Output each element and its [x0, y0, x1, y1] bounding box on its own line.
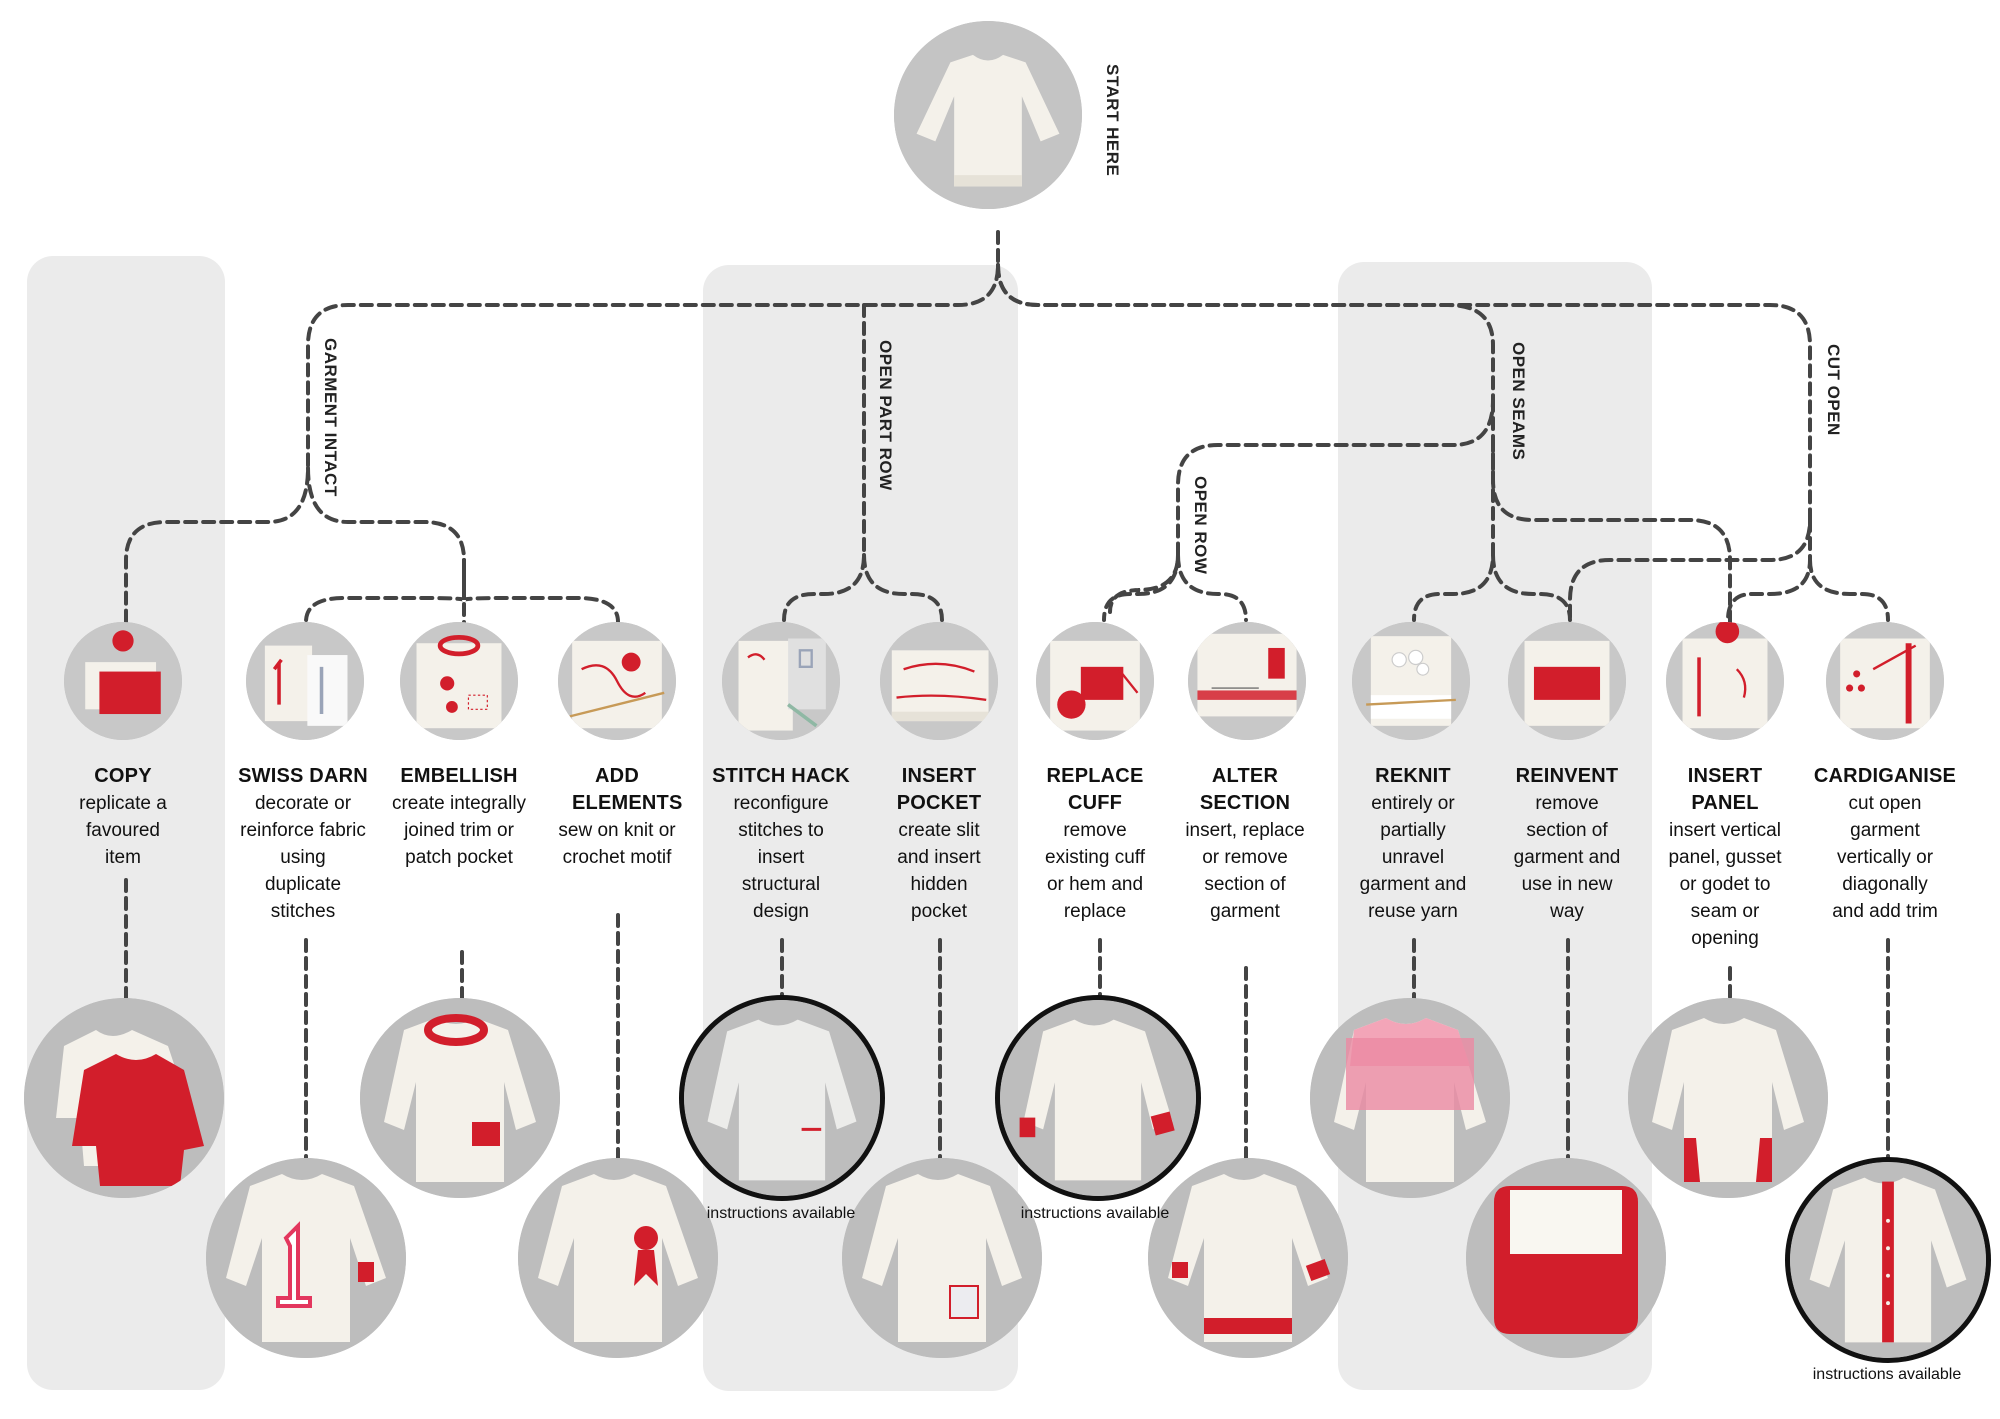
embellish-result-photo — [360, 998, 560, 1198]
start-garment-photo — [894, 21, 1082, 209]
node-cardiganise: CARDIGANISE cut open garment vertically o… — [1800, 763, 1970, 925]
node-description: decorate or reinforce fabric using dupli… — [240, 793, 366, 922]
branch-label-open-seams: OPEN SEAMS — [1509, 342, 1528, 461]
branch-label-open-part-row: OPEN PART ROW — [876, 340, 895, 491]
node-description: create slit and insert hidden pocket — [897, 820, 981, 922]
embellish-technique-photo — [400, 622, 518, 740]
node-title: INSERT POCKET — [896, 765, 982, 814]
node-alter-section: ALTER SECTION insert, replace or remove s… — [1160, 763, 1330, 925]
swiss-darn-technique-photo — [246, 622, 364, 740]
node-reinvent: REINVENT remove section of garment and us… — [1482, 763, 1652, 925]
background-panel-garment-intact — [27, 256, 225, 1390]
node-swiss-darn: SWISS DARN decorate or reinforce fabric u… — [218, 763, 388, 925]
replace-cuff-technique-photo — [1036, 622, 1154, 740]
cardiganise-technique-photo — [1826, 622, 1944, 740]
node-insert-panel: INSERT PANEL insert vertical panel, gusse… — [1640, 763, 1810, 952]
node-embellish: EMBELLISH create integrally joined trim o… — [374, 763, 544, 871]
cardiganise-result-photo — [1790, 1162, 1986, 1358]
alter-section-result-photo — [1148, 1158, 1348, 1358]
node-description: create integrally joined trim or patch p… — [391, 793, 527, 868]
stitch-hack-result-photo — [684, 1000, 880, 1196]
replace-cuff-result-photo — [1000, 1000, 1196, 1196]
reinvent-result-photo — [1466, 1158, 1666, 1358]
insert-panel-result-photo — [1628, 998, 1828, 1198]
reknit-result-photo — [1310, 998, 1510, 1198]
node-description: reconfigure stitches to insert structura… — [733, 793, 829, 922]
branch-label-open-row: OPEN ROW — [1191, 476, 1210, 575]
node-title: SWISS DARN — [238, 765, 368, 787]
node-title: EMBELLISH — [400, 765, 518, 787]
node-description: replicate a favoured item — [79, 793, 167, 868]
node-title: ADD ELEMENTS — [572, 765, 683, 814]
copy-result-photo — [24, 998, 224, 1198]
node-reknit: REKNIT entirely or partially unravel garm… — [1328, 763, 1498, 925]
branch-label-garment-intact: GARMENT INTACT — [321, 338, 340, 497]
node-description: remove section of garment and use in new… — [1513, 793, 1621, 922]
insert-panel-technique-photo — [1666, 622, 1784, 740]
insert-pocket-technique-photo — [880, 622, 998, 740]
node-title: REINVENT — [1515, 765, 1619, 787]
start-here-label: START HERE — [1103, 64, 1122, 177]
reinvent-technique-photo — [1508, 622, 1626, 740]
node-add-elements: ADD ELEMENTS sew on knit or crochet motif — [532, 763, 702, 871]
node-title: REKNIT — [1375, 765, 1451, 787]
node-title: INSERT PANEL — [1687, 765, 1763, 814]
node-copy: COPY replicate a favoured item — [38, 763, 208, 871]
node-insert-pocket: INSERT POCKET create slit and insert hidd… — [854, 763, 1024, 925]
add-elements-result-photo — [518, 1158, 718, 1358]
reknit-technique-photo — [1352, 622, 1470, 740]
node-replace-cuff: REPLACE CUFF remove existing cuff or hem … — [1010, 763, 1180, 925]
node-description: entirely or partially unravel garment an… — [1359, 793, 1467, 922]
node-description: cut open garment vertically or diagonall… — [1832, 793, 1938, 922]
copy-technique-photo — [64, 622, 182, 740]
node-title: STITCH HACK — [712, 765, 850, 787]
node-description: remove existing cuff or hem and replace — [1045, 820, 1145, 922]
cardiganise-instructions-note: instructions available — [1812, 1366, 1962, 1383]
node-description: insert vertical panel, gusset or godet t… — [1668, 820, 1782, 949]
add-elements-technique-photo — [558, 622, 676, 740]
node-title: ALTER SECTION — [1199, 765, 1291, 814]
node-title: CARDIGANISE — [1813, 765, 1957, 787]
branch-label-cut-open: CUT OPEN — [1824, 344, 1843, 436]
node-description: sew on knit or crochet motif — [558, 820, 676, 868]
node-description: insert, replace or remove section of gar… — [1185, 820, 1305, 922]
node-title: REPLACE CUFF — [1046, 765, 1144, 814]
insert-pocket-result-photo — [842, 1158, 1042, 1358]
node-title: COPY — [94, 765, 152, 787]
stitch-hack-technique-photo — [722, 622, 840, 740]
stitch-hack-instructions-note: instructions available — [706, 1205, 856, 1222]
node-stitch-hack: STITCH HACK reconfigure stitches to inser… — [696, 763, 866, 925]
replace-cuff-instructions-note: instructions available — [1020, 1205, 1170, 1222]
alter-section-technique-photo — [1188, 622, 1306, 740]
swiss-darn-result-photo — [206, 1158, 406, 1358]
